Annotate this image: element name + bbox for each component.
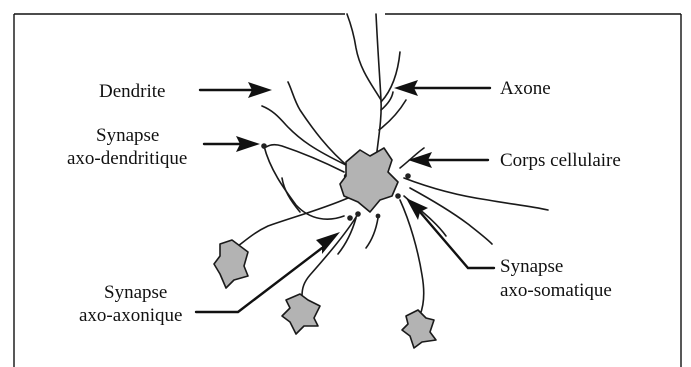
label-synapse-axo-dendritique-line1: Synapse xyxy=(96,125,159,146)
knob-axo-dendritic xyxy=(261,143,267,149)
knob-axo-somatic-1 xyxy=(395,193,401,199)
dendrite-upper xyxy=(288,82,350,168)
label-corps-cellulaire: Corps cellulaire xyxy=(500,150,621,171)
axo-somatic-fiber xyxy=(400,200,424,315)
knob-axo-somatic-2 xyxy=(405,173,411,179)
labels: Dendrite Axone Synapse axo-dendritique C… xyxy=(67,78,621,326)
axon-fiber xyxy=(376,14,381,160)
cell-bottom-right xyxy=(402,310,436,348)
axo-axonic-fiber-3 xyxy=(366,218,378,248)
label-synapse-axo-somatique-line1: Synapse xyxy=(500,256,563,277)
cell-bottom-middle xyxy=(282,294,320,334)
axo-axonic-fiber-1 xyxy=(302,214,358,296)
dendrite-right-1 xyxy=(404,178,548,210)
axon-branch-right xyxy=(381,52,400,102)
axo-axonic-fiber-2 xyxy=(338,218,356,254)
label-dendrite: Dendrite xyxy=(99,81,165,102)
cell-left xyxy=(214,240,248,288)
label-synapse-axo-axonique-line1: Synapse xyxy=(104,282,167,303)
cell-body xyxy=(340,148,398,212)
knob-mid xyxy=(376,214,381,219)
label-synapse-axo-somatique-line2: axo-somatique xyxy=(500,280,612,301)
axon-branch-lower-right xyxy=(379,100,406,130)
knob-axo-axonic-1 xyxy=(347,215,353,221)
axo-dendritic-fiber xyxy=(264,146,344,219)
label-axone: Axone xyxy=(500,78,551,99)
knob-axo-axonic-2 xyxy=(355,211,361,217)
label-synapse-axo-dendritique-line2: axo-dendritique xyxy=(67,148,187,169)
label-synapse-axo-axonique-line2: axo-axonique xyxy=(79,305,182,326)
